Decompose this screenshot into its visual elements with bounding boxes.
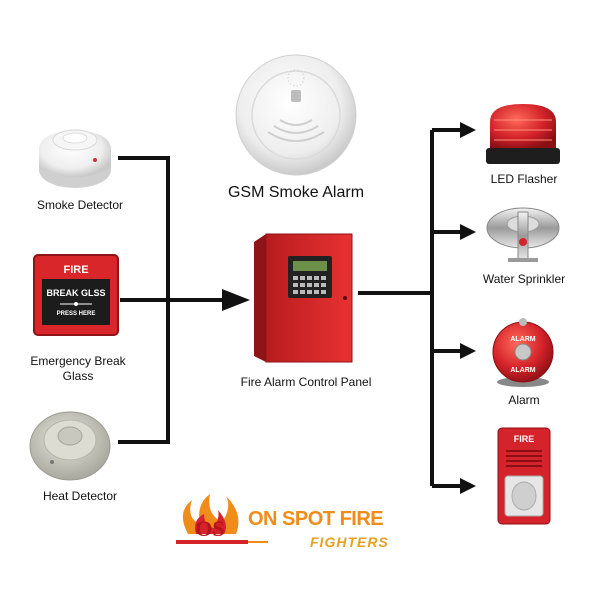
water-sprinkler-label: Water Sprinkler (482, 272, 566, 286)
water-sprinkler-icon (486, 207, 560, 262)
arrow-to-panel (222, 289, 250, 311)
alarm-bell-top-text: ALARM (510, 336, 535, 343)
alarm-label: Alarm (508, 393, 540, 407)
emergency-break-glass-label-line2: Glass (62, 369, 94, 383)
break-glass-sub-text: PRESS HERE (57, 311, 96, 317)
break-glass-fire-text: FIRE (63, 264, 88, 276)
brand-name-line1: ON SPOT FIRE (248, 508, 384, 530)
fire-strobe-horn-icon: FIRE (497, 427, 551, 525)
smoke-detector-icon (39, 129, 111, 188)
arrowheads (222, 122, 476, 494)
arrow-alarm (460, 343, 476, 359)
connector-lines (118, 128, 462, 488)
alarm-bell-icon: ALARM ALARM (492, 318, 554, 387)
emergency-break-glass-label-line1: Emergency Break (30, 354, 126, 368)
control-panel-label: Fire Alarm Control Panel (240, 375, 372, 389)
break-glass-icon: FIRE BREAK GLSS PRESS HERE (33, 254, 119, 336)
brand-name-line2: FIGHTERS (310, 534, 389, 550)
arrow-water-sprinkler (460, 224, 476, 240)
smoke-detector-label: Smoke Detector (36, 198, 124, 212)
arrow-fire-strobe (460, 478, 476, 494)
brand-logo-icon: OS (176, 494, 268, 544)
alarm-bell-bottom-text: ALARM (510, 367, 535, 374)
control-panel-icon (254, 233, 353, 363)
brand-logo-text: OS (195, 516, 224, 541)
gsm-smoke-alarm-label: GSM Smoke Alarm (227, 184, 365, 201)
heat-detector-icon (29, 411, 111, 481)
emergency-break-glass-label: Emergency Break Glass (18, 354, 138, 384)
led-flasher-label: LED Flasher (490, 172, 558, 186)
heat-detector-label: Heat Detector (42, 489, 118, 503)
led-flasher-icon (486, 104, 560, 164)
strobe-fire-text: FIRE (514, 434, 535, 444)
arrow-led-flasher (460, 122, 476, 138)
gsm-smoke-alarm-icon (235, 54, 357, 176)
break-glass-main-text: BREAK GLSS (46, 288, 105, 298)
